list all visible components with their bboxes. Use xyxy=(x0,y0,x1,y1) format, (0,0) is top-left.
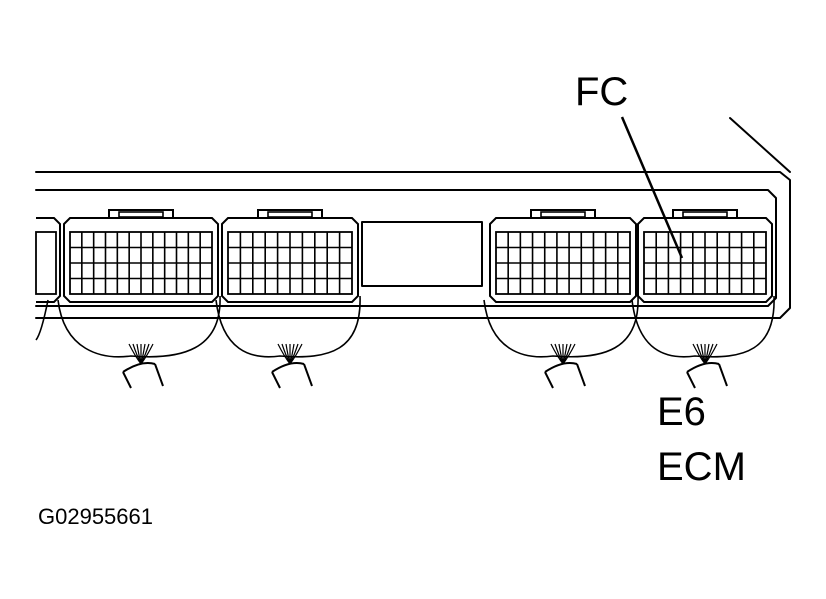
connector-partial-shell xyxy=(36,217,61,303)
connector-1-shell xyxy=(63,217,219,303)
connector-4-harness-sleeve xyxy=(686,363,728,389)
connector-3-latch xyxy=(530,209,596,218)
connector-2-latch-slot xyxy=(267,211,313,218)
connector-1-harness-sleeve-top xyxy=(122,362,156,373)
fc-pointer-line xyxy=(620,116,684,259)
ecm-housing-rear-edge xyxy=(729,117,791,173)
connector-2-latch xyxy=(257,209,323,218)
connector-4-latch-slot xyxy=(682,211,728,218)
connector-3-harness-sleeve xyxy=(544,363,586,389)
connector-4-harness-sleeve-top xyxy=(686,362,720,373)
connector-3-harness-sleeve-top xyxy=(544,362,578,373)
connector-partial-grid xyxy=(35,231,57,295)
ecm-label: ECM xyxy=(657,445,746,489)
fc-label: FC xyxy=(575,70,629,114)
connector-1-harness-loop xyxy=(57,295,221,358)
connector-2-harness-sleeve xyxy=(271,363,313,389)
connector-e6-label: E6 xyxy=(657,390,706,434)
connector-1-latch-slot xyxy=(118,211,164,218)
connector-4-harness-loop xyxy=(631,295,775,358)
connector-1-latch xyxy=(108,209,174,218)
ecm-housing xyxy=(35,171,791,319)
connector-2-shell xyxy=(221,217,359,303)
connector-2-harness-loop xyxy=(215,295,361,358)
connector-1-harness-sleeve xyxy=(122,363,164,389)
connector-3-latch-slot xyxy=(540,211,586,218)
figure-id: G02955661 xyxy=(38,504,153,529)
connector-3-harness-loop xyxy=(483,295,639,358)
connector-4-latch xyxy=(672,209,738,218)
connector-3-shell xyxy=(489,217,637,303)
connector-4-shell xyxy=(637,217,773,303)
ecm-center-window xyxy=(361,221,483,287)
ecm-housing-inner xyxy=(35,189,777,307)
connector-2-harness-sleeve-top xyxy=(271,362,305,373)
connector-partial-harness xyxy=(35,299,49,341)
connector-group xyxy=(35,209,775,389)
